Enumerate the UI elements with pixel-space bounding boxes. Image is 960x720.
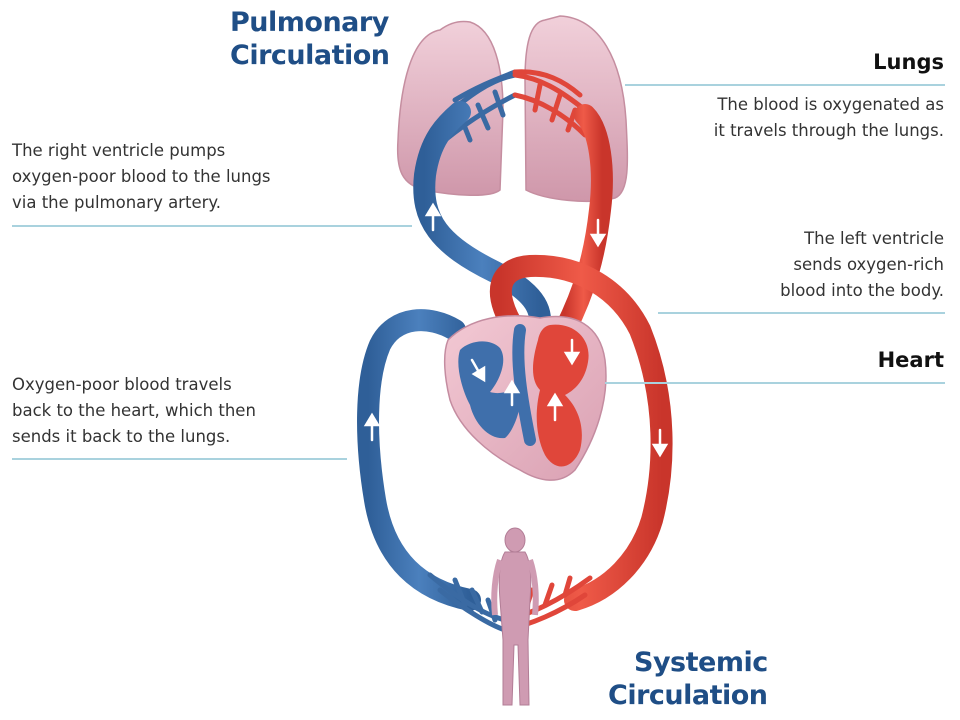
- arrow-right-heart-icon: [470, 358, 486, 383]
- description-line: sends it back to the lungs.: [12, 427, 231, 446]
- flow-arrows: [363, 202, 669, 458]
- lungs-description: The blood is oxygenated as it travels th…: [714, 92, 944, 144]
- arrow-up-left-ventricle-icon: [546, 392, 564, 422]
- arrow-down-left-atrium-icon: [563, 338, 581, 366]
- description-line: blood into the body.: [780, 281, 944, 300]
- lungs-label: Lungs: [873, 50, 944, 74]
- heart-label: Heart: [877, 348, 944, 372]
- arrow-up-vena-cava-icon: [363, 412, 381, 442]
- vena-cava: [357, 309, 481, 611]
- title-line: Pulmonary: [230, 7, 389, 38]
- description-line: The right ventricle pumps: [12, 141, 226, 160]
- return-flow-divider: [12, 458, 347, 460]
- right-ventricle-divider: [12, 225, 412, 227]
- arrow-down-aorta-icon: [651, 428, 669, 458]
- right-ventricle-description: The right ventricle pumps oxygen-poor bl…: [12, 138, 271, 216]
- description-line: Oxygen-poor blood travels: [12, 375, 232, 394]
- title-line: Systemic: [634, 647, 768, 678]
- description-line: oxygen-poor blood to the lungs: [12, 167, 271, 186]
- left-ventricle-divider: [658, 312, 945, 314]
- return-flow-description: Oxygen-poor blood travels back to the he…: [12, 372, 256, 450]
- description-line: The blood is oxygenated as: [717, 95, 944, 114]
- description-line: back to the heart, which then: [12, 401, 256, 420]
- left-ventricle-description: The left ventricle sends oxygen-rich blo…: [780, 226, 944, 304]
- pulmonary-circulation-title: Pulmonary Circulation: [230, 6, 390, 72]
- arrow-down-pulmonary-vein-icon: [589, 218, 607, 248]
- description-line: sends oxygen-rich: [793, 255, 944, 274]
- arrow-up-pulmonary-artery-icon: [424, 202, 442, 232]
- description-line: via the pulmonary artery.: [12, 193, 222, 212]
- title-line: Circulation: [230, 40, 390, 71]
- systemic-circulation-title: Systemic Circulation: [608, 646, 768, 712]
- arrow-up-right-ventricle-icon: [503, 379, 521, 407]
- heart-divider: [605, 382, 945, 384]
- pulmonary-vein: [554, 104, 613, 341]
- aorta: [489, 254, 673, 611]
- human-figure: [491, 527, 539, 706]
- description-line: The left ventricle: [804, 229, 944, 248]
- septum: [512, 324, 536, 446]
- title-line: Circulation: [608, 680, 768, 711]
- pulmonary-artery: [413, 101, 551, 331]
- lungs-divider: [625, 84, 945, 86]
- description-line: it travels through the lungs.: [713, 121, 944, 140]
- heart-illustration: [443, 315, 607, 481]
